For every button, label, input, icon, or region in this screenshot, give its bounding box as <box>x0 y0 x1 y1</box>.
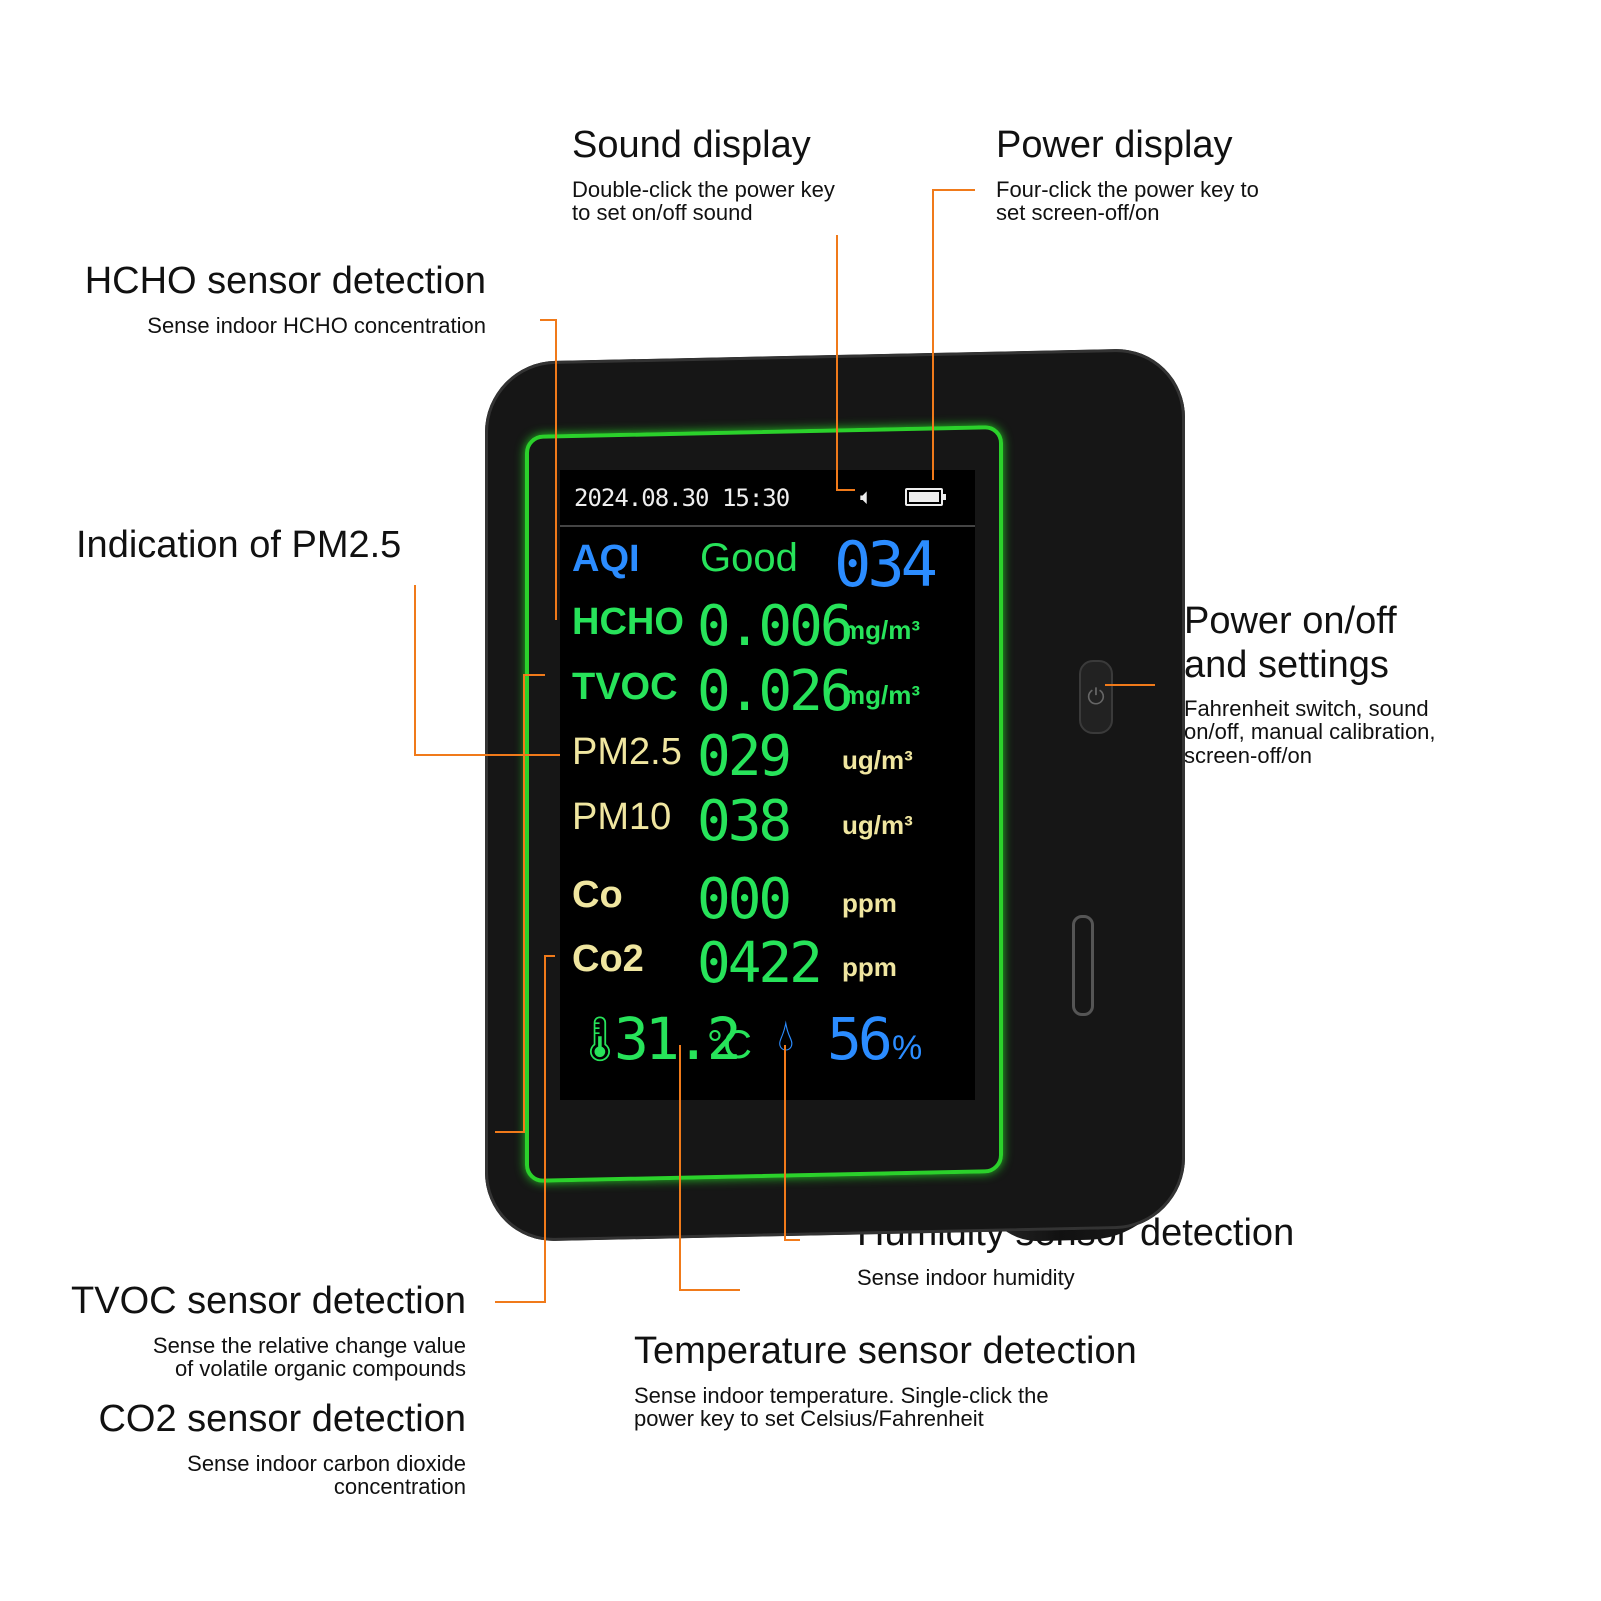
callout-desc: Sense indoor humidity <box>857 1264 1075 1290</box>
leader-hcho <box>540 319 557 620</box>
aqi-status: Good <box>700 536 798 580</box>
aqi-label: AQI <box>572 538 640 580</box>
climate-row: 🌡︎ 31.2 °C 💧︎ 56 % <box>572 1005 967 1085</box>
lcd-screen: 2024.08.30 15:30 🔈︎ AQI Good 034 HCHO 0.… <box>560 470 975 1100</box>
reading-unit: ug/m³ <box>842 810 913 840</box>
reading-label: TVOC <box>572 666 678 708</box>
callout-desc: Sense indoor HCHO concentration <box>147 312 486 338</box>
datetime: 2024.08.30 15:30 <box>574 484 790 512</box>
callout-power-button: Power on/off and settings Fahrenheit swi… <box>1184 600 1436 767</box>
temperature-value: 31.2 <box>614 1005 742 1073</box>
leader-tvoc <box>495 674 545 1133</box>
callout-title: Power on/off and settings <box>1184 600 1397 686</box>
aqi-row: AQI Good 034 <box>572 528 967 601</box>
callout-title: Power display <box>996 124 1233 166</box>
temperature-unit: °C <box>707 1023 752 1067</box>
reading-row: TVOC 0.026 mg/m³ <box>572 660 967 724</box>
callout-power-display: Power display Four-click the power key t… <box>996 124 1259 224</box>
reading-unit: ppm <box>842 888 897 918</box>
battery-icon <box>905 488 946 506</box>
reading-value: 000 <box>697 867 792 932</box>
reading-value: 038 <box>697 789 792 854</box>
humidity-value: 56 <box>827 1005 893 1073</box>
callout-desc: Sense indoor temperature. Single-click t… <box>634 1382 1049 1431</box>
callout-temperature: Temperature sensor detection Sense indoo… <box>634 1330 1137 1430</box>
power-icon: ⏻ <box>1087 684 1105 709</box>
reading-unit: mg/m³ <box>842 615 920 645</box>
callout-title: Temperature sensor detection <box>634 1330 1137 1372</box>
leader-humidity <box>784 1045 800 1241</box>
callout-title: CO2 sensor detection <box>98 1398 466 1440</box>
callout-desc: Double-click the power key to set on/off… <box>572 176 835 225</box>
battery-level <box>909 492 939 502</box>
reading-label: HCHO <box>572 601 684 643</box>
callout-desc: Four-click the power key to set screen-o… <box>996 176 1259 225</box>
reading-unit: mg/m³ <box>842 680 920 710</box>
callout-sound: Sound display Double-click the power key… <box>572 124 835 224</box>
reading-label: Co <box>572 874 623 916</box>
reading-label: Co2 <box>572 938 644 980</box>
power-button[interactable]: ⏻ <box>1079 660 1113 734</box>
reading-row: Co2 0422 ppm <box>572 932 967 996</box>
callout-title: HCHO sensor detection <box>84 260 486 302</box>
speaker-icon: 🔈︎ <box>860 484 874 509</box>
callout-desc: Sense the relative change value of volat… <box>152 1332 466 1381</box>
reading-row: HCHO 0.006 mg/m³ <box>572 595 967 659</box>
callout-hcho: HCHO sensor detection Sense indoor HCHO … <box>50 260 486 337</box>
reading-value: 0422 <box>697 931 823 996</box>
humidity-unit: % <box>892 1029 923 1067</box>
leader-temperature <box>679 1045 740 1291</box>
leader-power-display <box>932 189 975 480</box>
reading-unit: ppm <box>842 952 897 982</box>
reading-row: PM2.5 029 ug/m³ <box>572 725 967 789</box>
leader-pm25 <box>414 585 560 756</box>
callout-desc: Fahrenheit switch, sound on/off, manual … <box>1184 696 1436 768</box>
leader-sound <box>836 235 855 491</box>
callout-title: Sound display <box>572 124 811 166</box>
aqi-value: 034 <box>834 528 938 601</box>
callout-desc: Sense indoor carbon dioxide concentratio… <box>187 1450 466 1499</box>
status-bar: 2024.08.30 15:30 🔈︎ <box>560 470 975 527</box>
thermometer-icon: 🌡︎ <box>572 1015 628 1064</box>
callout-title: Indication of PM2.5 <box>76 524 402 566</box>
reading-value: 029 <box>697 724 792 789</box>
callout-tvoc: TVOC sensor detection Sense the relative… <box>40 1280 466 1380</box>
water-drop-icon: 💧︎ <box>777 1011 795 1060</box>
usb-c-port <box>1072 915 1094 1016</box>
reading-label: PM10 <box>572 796 672 838</box>
reading-row: PM10 038 ug/m³ <box>572 790 967 854</box>
leader-co2 <box>495 955 555 1303</box>
reading-unit: ug/m³ <box>842 745 913 775</box>
callout-co2: CO2 sensor detection Sense indoor carbon… <box>40 1398 466 1498</box>
reading-row: Co 000 ppm <box>572 868 967 932</box>
callout-pm25: Indication of PM2.5 <box>76 524 401 568</box>
callout-title: TVOC sensor detection <box>71 1280 466 1322</box>
reading-value: 0.006 <box>697 594 854 659</box>
reading-label: PM2.5 <box>572 731 682 773</box>
reading-value: 0.026 <box>697 659 854 724</box>
